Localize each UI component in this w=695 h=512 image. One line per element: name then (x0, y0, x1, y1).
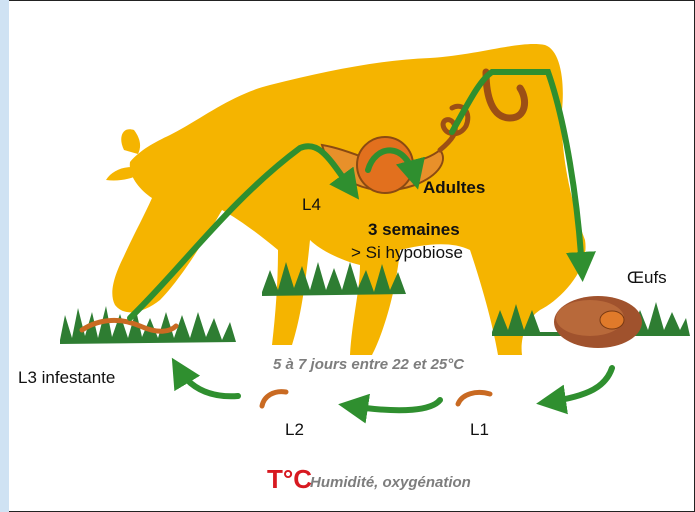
cow-silhouette (106, 44, 586, 355)
label-l4: L4 (302, 195, 321, 215)
label-hypobiosis: > Si hypobiose (351, 243, 463, 263)
label-adults: Adultes (423, 178, 485, 198)
label-conditions-wrap: Humidité, oxygénation (310, 474, 471, 491)
label-duration: 5 à 7 jours entre 22 et 25°C (273, 356, 464, 373)
arrow-eggs-to-l1 (548, 368, 612, 402)
larva-l1 (458, 392, 490, 404)
label-l3-infective: L3 infestante (18, 368, 115, 388)
arrow-l1-to-l2 (350, 400, 440, 410)
label-conditions: Humidité, oxygénation (310, 474, 471, 491)
dung-pat (554, 296, 642, 348)
label-three-weeks: 3 semaines (368, 220, 460, 240)
label-temperature: T°C (267, 464, 312, 495)
label-l1: L1 (470, 420, 489, 440)
label-eggs: Œufs (627, 268, 667, 288)
arrow-l2-to-l3 (178, 368, 238, 396)
label-l2: L2 (285, 420, 304, 440)
larva-l2 (262, 392, 286, 406)
duration-text: 5 à 7 jours entre 22 et 25°C (273, 356, 464, 373)
